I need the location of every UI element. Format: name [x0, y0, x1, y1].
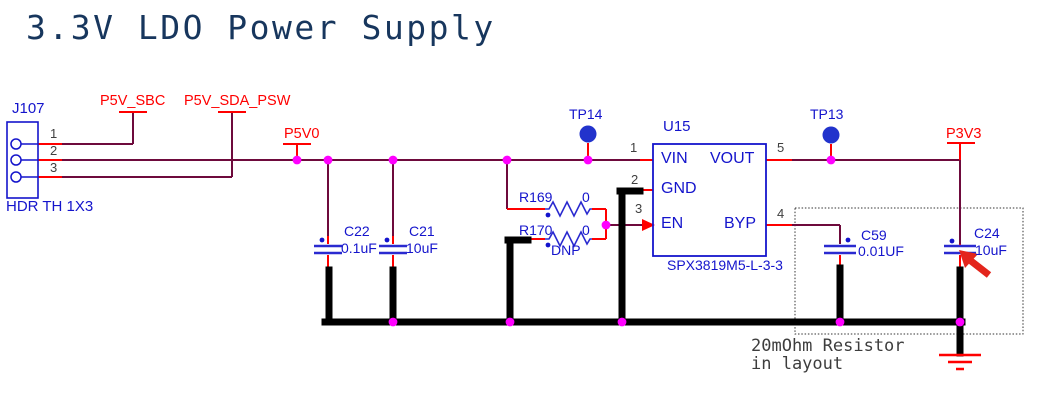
- pin-number-4: 4: [777, 206, 785, 221]
- capacitor-c59-symbol: [824, 244, 856, 255]
- regulator-u15-body: [652, 143, 767, 257]
- connector-pin2-number: 2: [50, 143, 58, 158]
- pin-number-1: 1: [630, 140, 638, 155]
- net-label-p5v0: P5V0: [284, 126, 320, 142]
- regulator-part-number: SPX3819M5-L-3-3: [667, 257, 783, 273]
- net-label-p3v3: P3V3: [946, 126, 982, 142]
- testpoint-tp14-icon: [579, 125, 597, 143]
- capacitor-c24-value: 10uF: [975, 242, 1007, 258]
- pin-name-vin: VIN: [661, 150, 688, 167]
- capacitor-c21-symbol: [379, 244, 407, 255]
- resistor-r169-value: 0: [582, 189, 590, 205]
- layout-note-line1: 20mOhm Resistor: [751, 336, 905, 356]
- capacitor-c59-refdes: C59: [861, 227, 887, 243]
- capacitor-c59-pin1-dot: [845, 237, 851, 243]
- wire-net: [62, 113, 961, 244]
- net-label-p5v-sda-psw: P5V_SDA_PSW: [184, 93, 291, 109]
- connector-refdes: J107: [12, 100, 45, 117]
- connector-part-label: HDR TH 1X3: [6, 198, 94, 215]
- ground-symbol-icon: [939, 353, 981, 371]
- capacitor-c22-value: 0.1uF: [341, 240, 377, 256]
- resistor-r170-symbol: [545, 230, 592, 248]
- resistor-r170-pin1-dot: [545, 242, 551, 248]
- resistor-r170-value: 0: [582, 222, 590, 238]
- resistor-r170-dnp-flag: DNP: [551, 242, 581, 258]
- capacitor-c24-refdes: C24: [974, 225, 1000, 241]
- connector-j107-symbol: [6, 121, 39, 199]
- net-label-p5v-sbc: P5V_SBC: [100, 93, 166, 109]
- testpoint-tp13-label: TP13: [810, 106, 844, 122]
- pin-number-3: 3: [635, 201, 643, 216]
- capacitor-c22-symbol: [314, 244, 342, 255]
- capacitor-c22-pin1-dot: [319, 237, 325, 243]
- pin-number-5: 5: [777, 140, 785, 155]
- regulator-refdes: U15: [663, 118, 691, 135]
- pin-name-vout: VOUT: [710, 150, 755, 167]
- pin-name-byp: BYP: [724, 215, 757, 232]
- resistor-r169-symbol: [545, 200, 592, 218]
- capacitor-c21-pin1-dot: [384, 237, 390, 243]
- annotation-arrow-icon: [959, 250, 992, 278]
- layout-note-dashed-box: [794, 207, 1024, 335]
- capacitor-c22-refdes: C22: [344, 223, 370, 239]
- pin-number-2: 2: [631, 172, 639, 187]
- connector-pin1-number: 1: [50, 126, 58, 141]
- en-pin-input-arrow-icon: [642, 219, 655, 231]
- pin-name-en: EN: [661, 215, 684, 232]
- pin-name-gnd: GND: [661, 180, 697, 197]
- resistor-r169-pin1-dot: [545, 212, 551, 218]
- layout-note-line2: in layout: [751, 354, 844, 374]
- capacitor-c24-pin1-dot: [949, 238, 955, 244]
- capacitor-c59-value: 0.01UF: [858, 243, 904, 259]
- ground-bus: [321, 187, 966, 357]
- resistor-r170-refdes: R170: [519, 222, 553, 238]
- junction-dots: [292, 155, 965, 327]
- capacitor-c21-value: 10uF: [406, 240, 438, 256]
- capacitor-c21-refdes: C21: [409, 223, 435, 239]
- page-title: 3.3V LDO Power Supply: [26, 8, 496, 47]
- connector-pin3-number: 3: [50, 160, 58, 175]
- testpoint-tp13-icon: [822, 126, 840, 144]
- resistor-r169-refdes: R169: [519, 189, 553, 205]
- testpoint-tp14-label: TP14: [569, 106, 603, 122]
